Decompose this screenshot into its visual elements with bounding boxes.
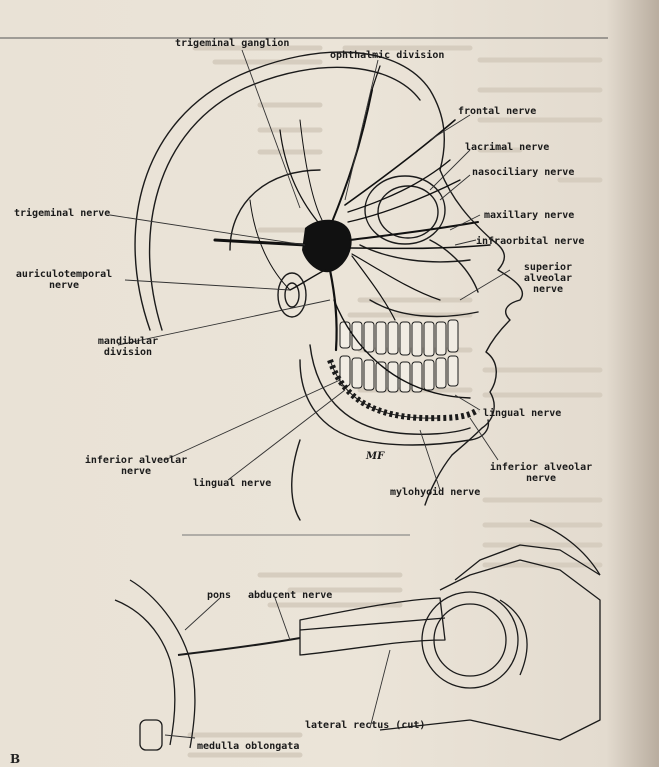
label-maxillary-nerve: maxillary nerve: [484, 210, 574, 221]
label-ophthalmic-division: ophthalmic division: [330, 50, 444, 61]
label-pons: pons: [207, 590, 231, 601]
label-medulla-oblongata: medulla oblongata: [197, 741, 299, 752]
show-through-text: [190, 48, 600, 755]
label-trigeminal-ganglion: trigeminal ganglion: [175, 38, 289, 49]
label-lacrimal-nerve: lacrimal nerve: [465, 142, 549, 153]
abducent-nerve-line: [178, 638, 300, 655]
label-lingual-nerve-right: lingual nerve: [483, 408, 561, 419]
brainstem: [115, 600, 175, 745]
label-abducent-nerve: abducent nerve: [248, 590, 332, 601]
page-letter: B: [10, 752, 20, 766]
label-superior-alveolar-nerve: superior alveolar nerve: [512, 262, 584, 295]
infraorbital-nerve-line: [350, 245, 490, 248]
teeth: [340, 320, 458, 392]
label-infraorbital-nerve: infraorbital nerve: [476, 236, 584, 247]
label-mylohyoid-nerve: mylohyoid nerve: [390, 487, 480, 498]
label-nasociliary-nerve: nasociliary nerve: [472, 167, 574, 178]
mandibular-nerve-line: [330, 270, 337, 350]
label-trigeminal-nerve: trigeminal nerve: [14, 208, 110, 219]
artist-mark: MF: [366, 451, 384, 462]
label-auriculotemporal-nerve: auriculotemporal nerve: [8, 269, 120, 291]
label-inferior-alveolar-nerve-left: inferior alveolar nerve: [74, 455, 198, 477]
label-lingual-nerve-left: lingual nerve: [193, 478, 271, 489]
label-mandibular-division: mandibular division: [88, 336, 168, 358]
label-inferior-alveolar-nerve-right: inferior alveolar nerve: [480, 462, 602, 484]
trigeminal-ganglion-mass: [302, 220, 352, 273]
label-lateral-rectus: lateral rectus (cut): [305, 720, 425, 731]
label-frontal-nerve: frontal nerve: [458, 106, 536, 117]
lacrimal-nerve-line: [348, 160, 450, 212]
skull-outline: [135, 52, 444, 330]
